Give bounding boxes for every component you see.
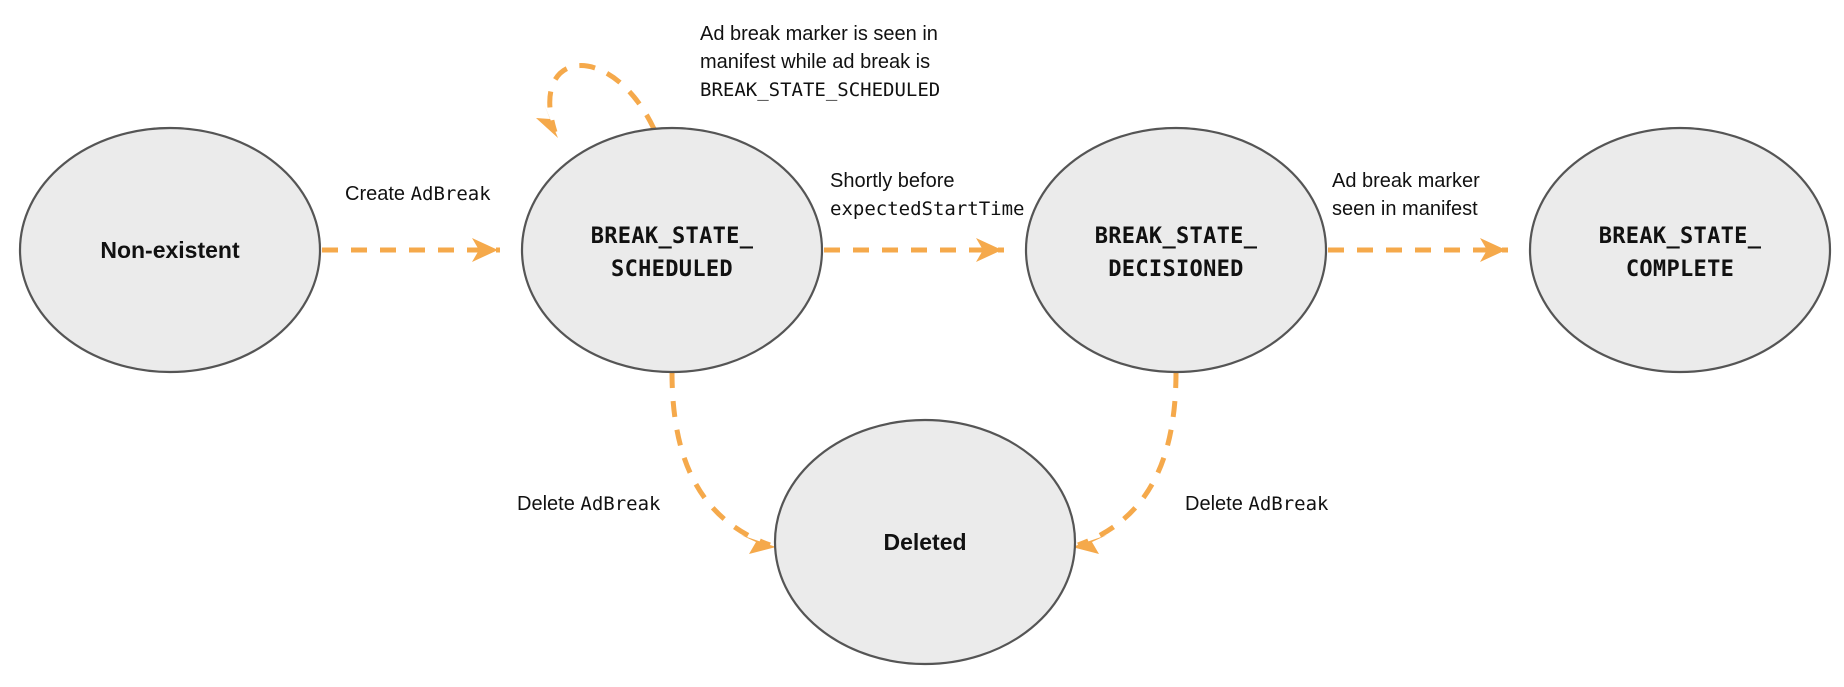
- edge-delete-decisioned-arrowhead: [1072, 535, 1107, 554]
- edge-delete-scheduled-arrowhead: [741, 535, 776, 554]
- state-node-break-state-scheduled-shape: [520, 126, 824, 374]
- edge-ad-break-marker-seen-in-manifest[interactable]: Ad break marker seen in manifest: [1328, 170, 1508, 262]
- edge-selfloop-label-line-2: BREAK_STATE_SCHEDULED: [700, 79, 940, 101]
- state-node-deleted-label: Deleted: [883, 529, 966, 555]
- edge-delete-scheduled-label-part-0: Delete: [517, 493, 580, 515]
- state-node-deleted-shape: [773, 418, 1077, 666]
- edge-delete-decisioned-label-part-1: AdBreak: [1248, 493, 1329, 515]
- edge-shortly-before-expected-start-time[interactable]: Shortly before expectedStartTime: [824, 170, 1024, 262]
- edge-selfloop-label-text-0: Ad break marker is seen in: [700, 23, 938, 45]
- edge-shortly-before-label-line-0: Shortly before: [830, 170, 955, 192]
- edge-selfloop-label-line-0: Ad break marker is seen in: [700, 23, 938, 45]
- edge-delete-scheduled-label-part-1: AdBreak: [580, 493, 661, 515]
- edge-selfloop-arrowhead: [536, 104, 558, 138]
- state-node-non-existent[interactable]: Non-existent: [18, 126, 322, 374]
- state-node-break-state-decisioned-label-line1: BREAK_STATE_: [1095, 224, 1258, 249]
- edge-create-adbreak-label-part-1: AdBreak: [411, 183, 492, 205]
- state-node-break-state-decisioned-shape: [1024, 126, 1328, 374]
- edge-delete-adbreak-from-scheduled[interactable]: Delete AdBreak: [517, 371, 776, 554]
- state-node-break-state-scheduled-label-line1: BREAK_STATE_: [591, 224, 754, 249]
- state-node-break-state-decisioned[interactable]: BREAK_STATE_ DECISIONED: [1024, 126, 1328, 374]
- edge-selfloop-line: [547, 63, 657, 133]
- edge-selfloop-label-line-1: manifest while ad break is: [700, 51, 930, 73]
- state-node-break-state-complete[interactable]: BREAK_STATE_ COMPLETE: [1528, 126, 1832, 374]
- edge-marker-seen-label-line-1: seen in manifest: [1332, 198, 1478, 220]
- edge-delete-decisioned-label-part-0: Delete: [1185, 493, 1248, 515]
- state-node-break-state-complete-label-line2: COMPLETE: [1626, 257, 1734, 282]
- state-node-break-state-scheduled-label-line2: SCHEDULED: [611, 257, 733, 282]
- edge-create-adbreak-label: Create AdBreak: [345, 183, 491, 205]
- edge-marker-seen-label-line-0: Ad break marker: [1332, 170, 1480, 192]
- edge-shortly-before-arrowhead: [976, 238, 1002, 262]
- edge-shortly-before-label-text-1: expectedStartTime: [830, 198, 1024, 220]
- state-node-non-existent-shape: [18, 126, 322, 374]
- edge-delete-scheduled-line: [669, 371, 771, 548]
- edge-create-adbreak-label-part-0: Create: [345, 183, 411, 205]
- state-node-break-state-decisioned-label-line2: DECISIONED: [1108, 257, 1243, 282]
- edge-marker-seen-label-text-0: Ad break marker: [1332, 170, 1480, 192]
- state-node-non-existent-label: Non-existent: [100, 237, 240, 263]
- edge-selfloop-label-text-1: manifest while ad break is: [700, 51, 930, 73]
- edge-delete-decisioned-line: [1077, 371, 1179, 548]
- edge-marker-seen-label-text-1: seen in manifest: [1332, 198, 1478, 220]
- edge-marker-seen-arrowhead: [1480, 238, 1506, 262]
- edge-shortly-before-label-text-0: Shortly before: [830, 170, 955, 192]
- edge-ad-break-marker-scheduled-selfloop[interactable]: Ad break marker is seen in manifest whil…: [536, 23, 940, 138]
- edge-shortly-before-label-line-1: expectedStartTime: [830, 198, 1024, 220]
- edge-selfloop-label-text-2: BREAK_STATE_SCHEDULED: [700, 79, 940, 101]
- edge-delete-scheduled-label: Delete AdBreak: [517, 493, 661, 515]
- edge-delete-adbreak-from-decisioned[interactable]: Delete AdBreak: [1072, 371, 1329, 554]
- edge-delete-decisioned-label: Delete AdBreak: [1185, 493, 1329, 515]
- edge-create-adbreak-arrowhead: [472, 238, 498, 262]
- state-node-break-state-scheduled[interactable]: BREAK_STATE_ SCHEDULED: [520, 126, 824, 374]
- edge-create-adbreak[interactable]: Create AdBreak: [322, 183, 500, 262]
- state-node-deleted[interactable]: Deleted: [773, 418, 1077, 666]
- state-node-break-state-complete-shape: [1528, 126, 1832, 374]
- state-node-break-state-complete-label-line1: BREAK_STATE_: [1599, 224, 1762, 249]
